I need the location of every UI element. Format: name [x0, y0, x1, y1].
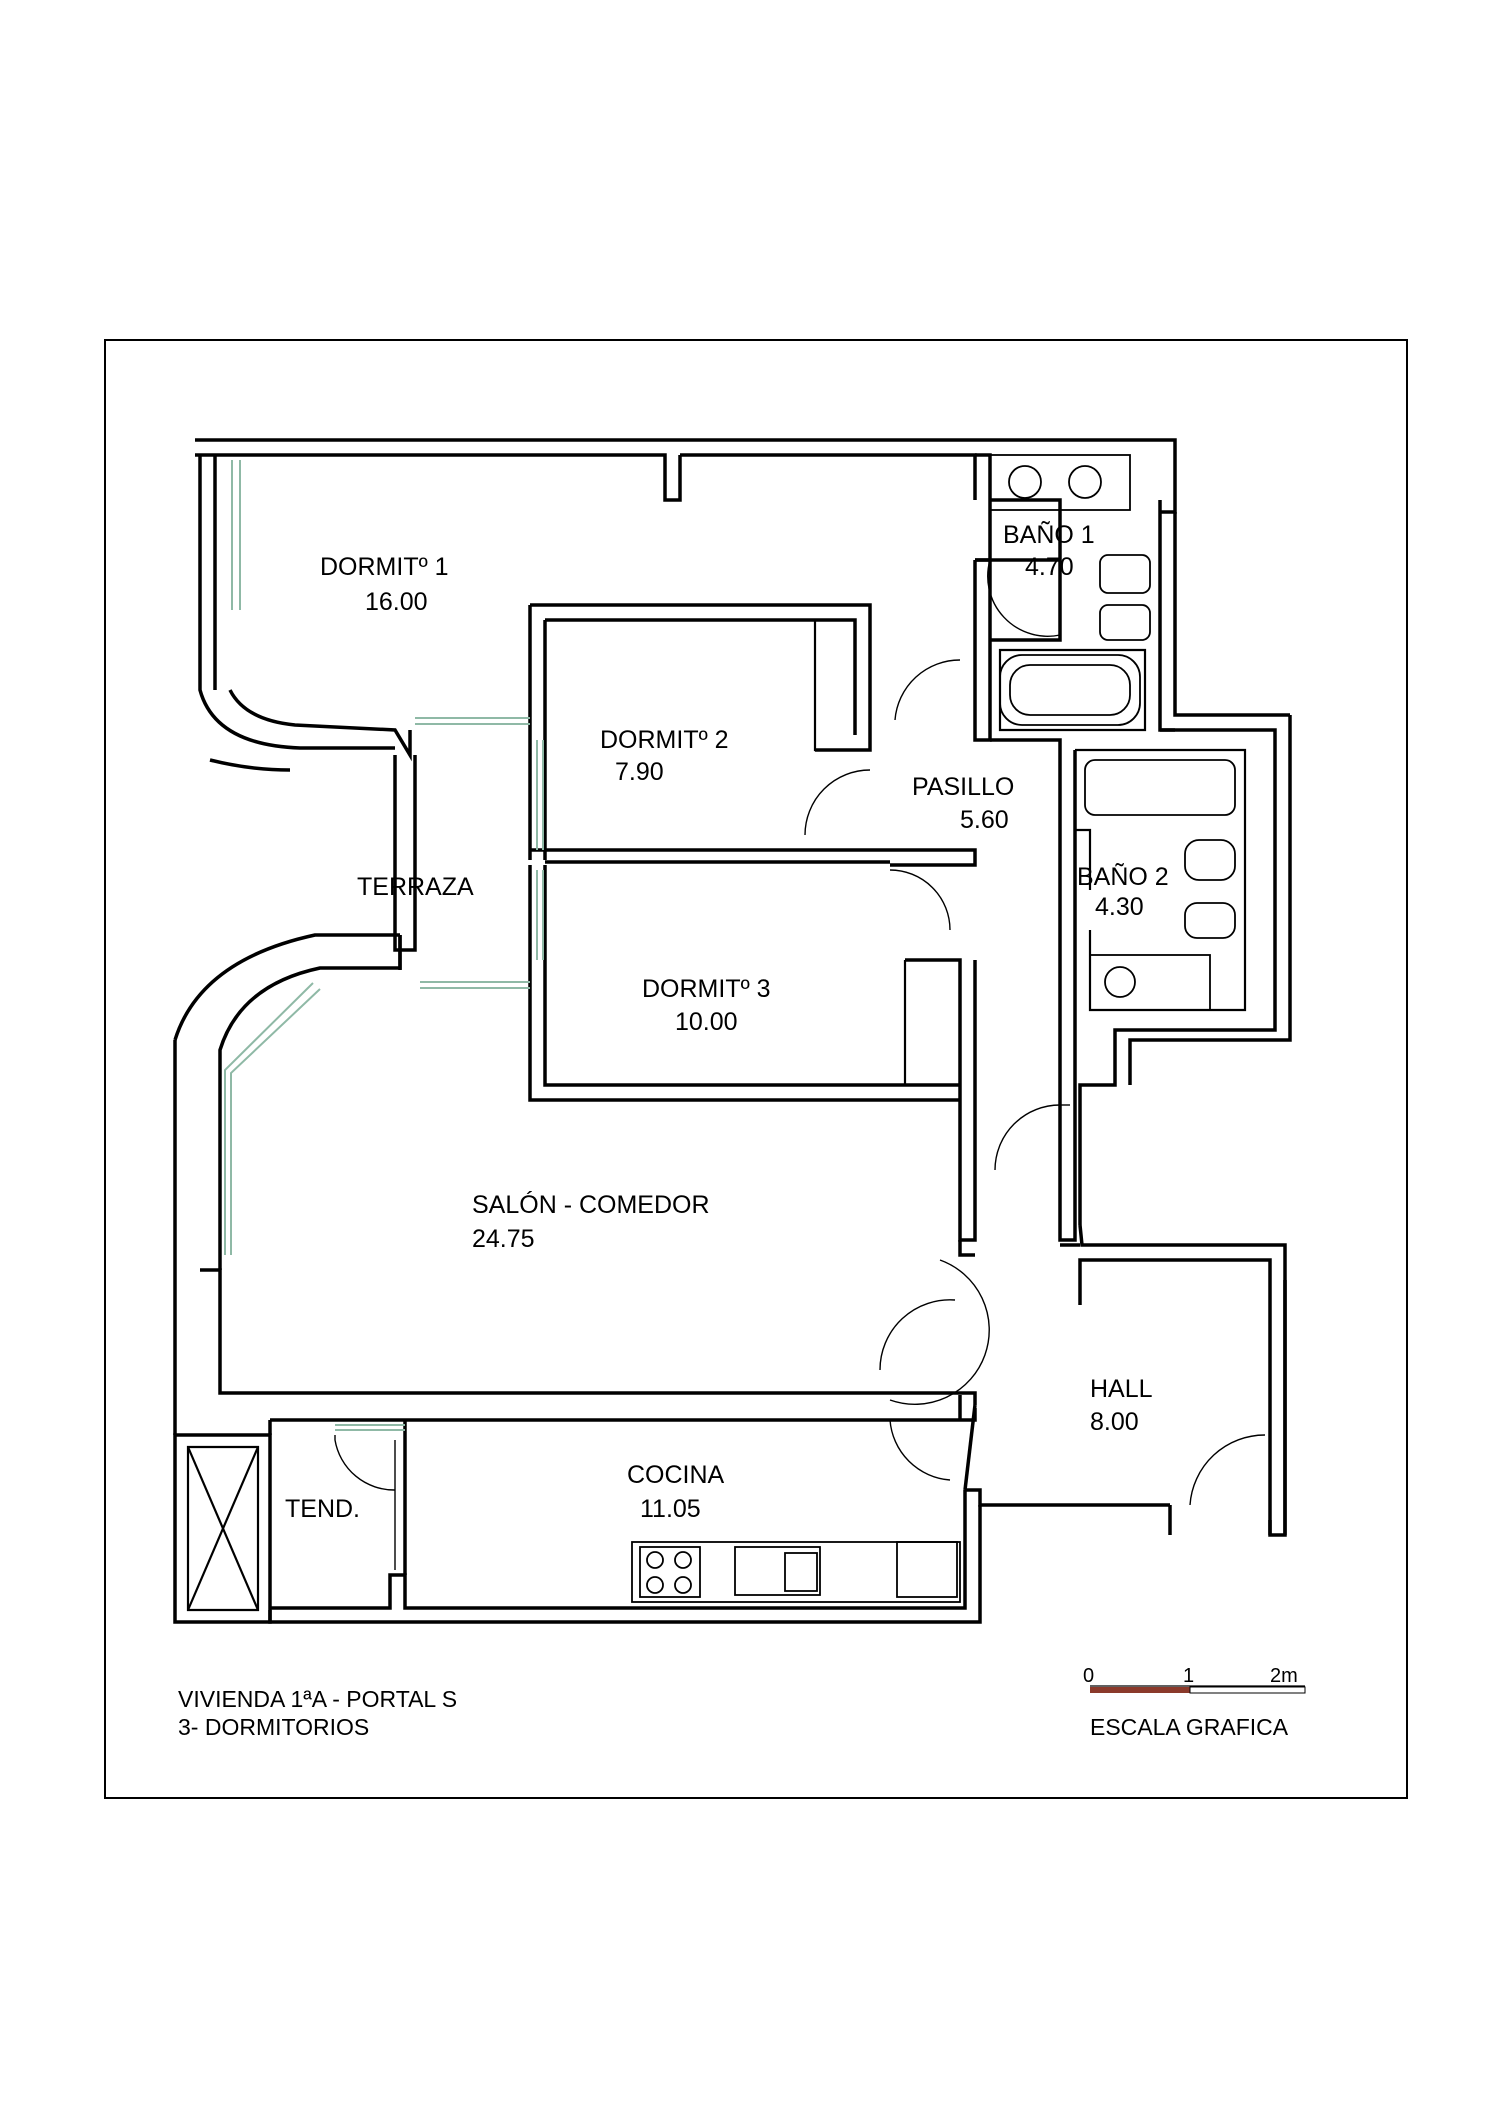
room-name-cocina: COCINA	[627, 1461, 725, 1489]
washbasin-icon	[1104, 966, 1136, 998]
caption: VIVIENDA 1ªA - PORTAL S 3- DORMITORIOS	[178, 1686, 457, 1740]
washbasin-icon	[1068, 465, 1102, 499]
caption-line-1: VIVIENDA 1ªA - PORTAL S	[178, 1686, 457, 1712]
room-area-dormit3: 10.00	[675, 1008, 738, 1036]
room-name-dormit2: DORMITº 2	[600, 726, 729, 754]
appliance-icon	[896, 1541, 958, 1598]
room-name-bano1: BAÑO 1	[1003, 520, 1095, 549]
sink-counter-bano1	[989, 454, 1131, 511]
bidet-icon	[1184, 902, 1236, 939]
scale-label: ESCALA GRAFICA	[1090, 1714, 1289, 1740]
room-name-pasillo: PASILLO	[912, 773, 1014, 801]
bidet-icon	[1099, 604, 1151, 641]
drawing-frame	[104, 339, 1408, 1799]
scale-bar-first-meter	[1090, 1687, 1190, 1693]
fixtures	[631, 454, 1236, 1603]
scale-bar-second-meter	[1189, 1686, 1306, 1694]
toilet-icon	[1184, 839, 1236, 881]
caption-line-2: 3- DORMITORIOS	[178, 1714, 369, 1740]
room-area-dormit2: 7.90	[615, 758, 664, 786]
scale-tick-1: 1	[1183, 1665, 1194, 1687]
washbasin-icon	[1008, 465, 1042, 499]
room-name-dormit1: DORMITº 1	[320, 553, 449, 581]
room-area-cocina: 11.05	[640, 1495, 701, 1523]
room-area-bano1: 4.70	[1025, 553, 1074, 581]
bathtub-icon	[999, 654, 1141, 726]
interior-walls	[528, 498, 1247, 1491]
room-name-dormit3: DORMITº 3	[642, 975, 771, 1003]
room-name-hall: HALL	[1090, 1375, 1153, 1403]
bathtub-icon	[1084, 759, 1236, 816]
toilet-icon	[1099, 554, 1151, 594]
room-name-salon: SALÓN - COMEDOR	[472, 1190, 710, 1219]
room-area-hall: 8.00	[1090, 1408, 1139, 1436]
room-area-bano2: 4.30	[1095, 893, 1144, 921]
room-name-terraza: TERRAZA	[357, 873, 474, 901]
kitchen-counter	[631, 1541, 961, 1603]
doors	[334, 559, 1266, 1570]
room-name-bano2: BAÑO 2	[1077, 862, 1169, 891]
scale-tick-2: 2m	[1270, 1665, 1298, 1687]
windows	[224, 460, 544, 1431]
hob-icon	[639, 1546, 701, 1598]
room-name-tend: TEND.	[285, 1495, 360, 1523]
kitchen-sink-icon	[734, 1546, 821, 1596]
room-area-dormit1: 16.00	[365, 588, 428, 616]
scale-tick-0: 0	[1083, 1665, 1094, 1687]
room-area-pasillo: 5.60	[960, 806, 1009, 834]
scale-bar: 0 1 2m ESCALA GRAFICA	[1083, 1665, 1306, 1740]
room-labels: DORMITº 1 16.00 DORMITº 2 7.90 DORMITº 3…	[285, 520, 1169, 1523]
room-area-salon: 24.75	[472, 1225, 535, 1253]
